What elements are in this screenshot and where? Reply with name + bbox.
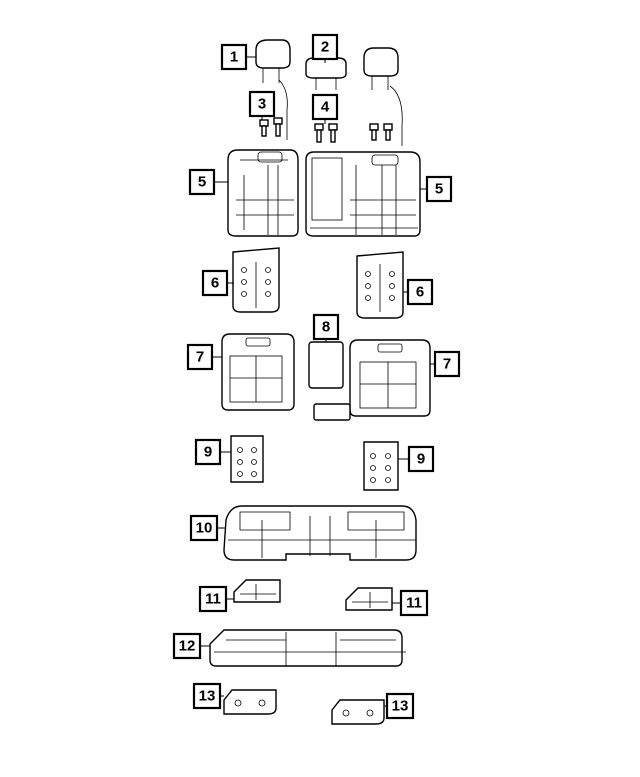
callout-5-left: 5 — [188, 168, 216, 196]
seat-cushion-frame[interactable] — [209, 629, 406, 667]
callout-12: 12 — [172, 632, 202, 660]
callout-10: 10 — [189, 514, 219, 542]
armrest[interactable] — [308, 341, 344, 389]
callout-4: 4 — [311, 93, 339, 121]
svg-text:12: 12 — [179, 638, 196, 655]
callout-5-right: 5 — [425, 175, 453, 203]
seat-back-cover-right[interactable] — [305, 151, 421, 237]
callout-3: 3 — [248, 90, 276, 118]
pad-left[interactable] — [223, 689, 277, 715]
cushion-bracket-left[interactable] — [233, 579, 281, 603]
callout-2: 2 — [311, 33, 339, 61]
seat-back-pad-right[interactable] — [356, 251, 404, 319]
svg-text:10: 10 — [196, 520, 213, 537]
svg-text:3: 3 — [258, 96, 266, 113]
seat-back-pad-left[interactable] — [232, 247, 280, 313]
callout-13-left: 13 — [192, 682, 222, 710]
callout-9-left: 9 — [194, 438, 222, 466]
callout-7-left: 7 — [186, 343, 214, 371]
svg-text:7: 7 — [196, 349, 204, 366]
pad-right[interactable] — [331, 699, 385, 725]
svg-text:5: 5 — [198, 174, 206, 191]
callout-11-right: 11 — [399, 589, 429, 617]
callout-1: 1 — [220, 43, 248, 71]
svg-text:11: 11 — [406, 595, 422, 612]
callout-6-left: 6 — [201, 269, 229, 297]
svg-text:11: 11 — [205, 591, 221, 608]
callout-9-right: 9 — [407, 445, 435, 473]
cushion-bracket-right[interactable] — [345, 587, 393, 611]
svg-text:13: 13 — [392, 698, 409, 715]
headrest-guides[interactable] — [259, 117, 393, 143]
seat-back-frame-right[interactable] — [313, 339, 431, 421]
headrest-center[interactable] — [305, 57, 347, 90]
callout-7-right: 7 — [433, 350, 461, 378]
svg-text:4: 4 — [321, 99, 330, 116]
callout-11-left: 11 — [198, 585, 228, 613]
bracket-left[interactable] — [230, 435, 264, 483]
headrest-left[interactable] — [255, 39, 291, 140]
seat-back-cover-left[interactable] — [227, 149, 299, 237]
callout-6-right: 6 — [406, 278, 434, 306]
leader-lines — [200, 56, 435, 707]
svg-text:9: 9 — [417, 451, 425, 468]
seat-back-frame-left[interactable] — [221, 333, 295, 411]
svg-text:13: 13 — [199, 688, 216, 705]
callout-8: 8 — [312, 313, 340, 341]
bracket-right[interactable] — [363, 441, 399, 491]
svg-text:6: 6 — [211, 275, 219, 292]
svg-text:1: 1 — [230, 49, 238, 66]
svg-text:7: 7 — [443, 356, 451, 373]
headrest-right[interactable] — [363, 47, 403, 146]
seat-cushion-cover[interactable] — [223, 505, 417, 561]
svg-text:6: 6 — [416, 284, 424, 301]
svg-text:2: 2 — [321, 39, 329, 56]
callout-13-right: 13 — [385, 692, 415, 720]
svg-text:8: 8 — [322, 319, 330, 336]
svg-text:9: 9 — [204, 444, 212, 461]
svg-text:5: 5 — [435, 181, 443, 198]
